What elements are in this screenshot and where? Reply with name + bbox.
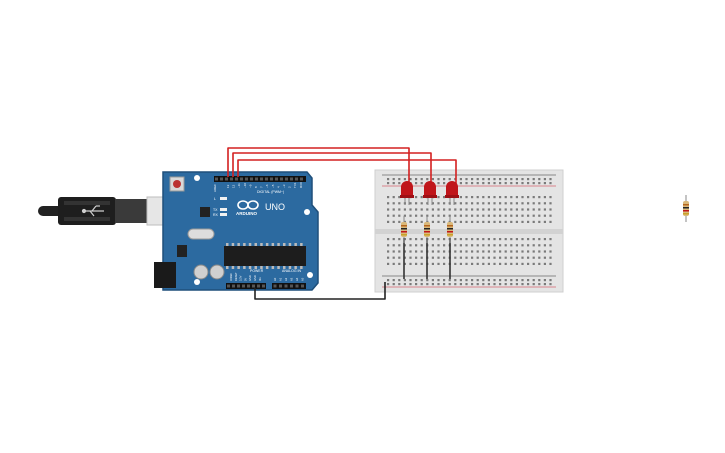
tx-label: TX [213,208,218,212]
header-pin[interactable] [250,177,253,181]
power-pin-label: RESET [234,272,238,281]
aref-label: AREF [213,184,217,192]
power-jack[interactable] [154,262,176,288]
header-pin[interactable] [240,177,243,181]
pin-label: ~10 [243,183,247,188]
header-pin[interactable] [275,177,278,181]
usb-cable[interactable] [38,196,178,226]
header-pin[interactable] [215,177,218,181]
reset-button[interactable] [169,176,185,192]
pin-label: ~3 [282,184,286,188]
pin-label: RX0 [299,182,303,188]
header-pin[interactable] [290,177,293,181]
breadboard-holes[interactable] [387,178,552,286]
rx-label: RX [213,213,219,217]
header-pin[interactable] [225,177,228,181]
header-pin[interactable] [230,177,233,181]
capacitor [209,264,225,280]
header-pin[interactable] [290,284,293,288]
power-header-label: POWER [250,269,264,273]
analog-pin-label: A0 [273,277,277,281]
arduino-logo-icon [237,200,259,210]
wire-red-2[interactable] [232,152,432,190]
pin-label: 7 [260,186,264,188]
analog-pin-label: A2 [284,277,288,281]
resistor-loose[interactable] [683,195,689,222]
pin-label: 4 [276,186,280,188]
header-pin[interactable] [295,177,298,181]
analog-pin-label: A1 [279,277,283,281]
pin-label: TX1 [293,182,297,188]
power-header[interactable] [226,283,266,289]
analog-pin-label: A3 [290,277,294,281]
header-pin[interactable] [270,177,273,181]
header-pin[interactable] [257,284,260,288]
pin-label: ~9 [248,184,252,188]
wires[interactable] [227,147,457,300]
resistor-1[interactable] [401,216,407,243]
header-pin[interactable] [247,284,250,288]
header-pin[interactable] [262,284,265,288]
arduino-label: ARDUINO [236,211,257,216]
power-pin-label: 3.3V [239,275,243,281]
header-pin[interactable] [220,177,223,181]
crystal-oscillator [187,228,215,240]
power-pin-label: IOREF [229,273,233,281]
uno-label: UNO [265,202,285,212]
resistor-3[interactable] [447,216,453,243]
chip-pins [226,243,303,269]
pin-label: ~6 [265,184,269,188]
pin-label: 2 [288,186,292,188]
l-led-label: L [214,197,216,201]
header-pin[interactable] [301,284,304,288]
wire-black-ground[interactable] [254,282,386,300]
header-pin[interactable] [235,177,238,181]
pin-label: 8 [254,186,258,188]
wire-red-3[interactable] [237,159,457,190]
header-pin[interactable] [295,284,299,288]
header-pin[interactable] [260,177,263,181]
header-pin[interactable] [227,284,230,288]
header-pin[interactable] [273,284,277,288]
header-pin[interactable] [237,284,240,288]
analog-pin-label: A5 [301,277,305,281]
analog-header[interactable] [272,283,306,289]
pin-label: ~11 [237,183,241,188]
header-pin[interactable] [300,177,303,181]
header-pin[interactable] [252,284,255,288]
header-pin[interactable] [232,284,235,288]
header-pin[interactable] [255,177,258,181]
led-2[interactable] [423,181,437,205]
usb-icon [81,205,104,217]
led-1[interactable] [400,181,414,205]
capacitor [193,264,209,280]
power-pin-label: GND [253,275,257,281]
pin-label: 12 [232,184,236,188]
header-pin[interactable] [285,177,288,181]
led-3[interactable] [445,181,459,205]
resistor-2[interactable] [424,216,430,243]
power-pin-label: Vin [258,277,262,281]
analog-header-label: ANALOG IN [282,269,302,273]
digital-header-label: DIGITAL (PWM~) [257,190,284,194]
header-pin[interactable] [280,177,283,181]
pin-label: 13 [226,184,230,188]
header-pin[interactable] [284,284,288,288]
power-pin-label: GND [248,275,252,281]
pin-label: ~5 [271,184,275,188]
wire-red-1[interactable] [227,147,410,190]
microcontroller-chip [224,246,306,266]
header-pin[interactable] [279,284,282,288]
header-pin[interactable] [242,284,245,288]
power-pin-label: 5V [243,278,247,281]
header-pin[interactable] [265,177,268,181]
header-pin[interactable] [245,177,248,181]
analog-pin-label: A4 [295,277,299,281]
